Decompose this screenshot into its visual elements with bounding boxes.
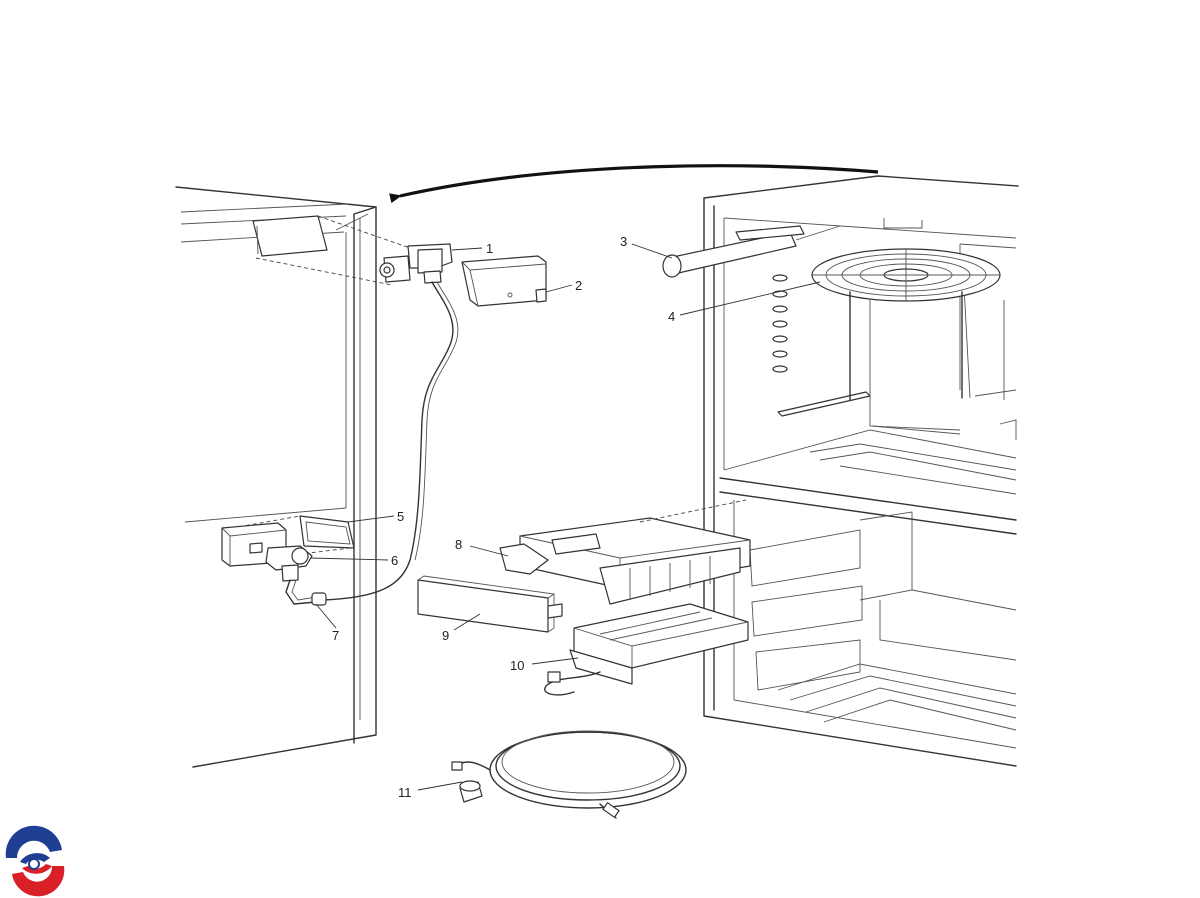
callout-7: 7 [315,603,339,643]
curved-arrow [389,164,879,204]
callout-3: 3 [620,234,673,259]
water-line-coil-part-11 [451,730,687,819]
callout-label: 3 [620,234,627,249]
callout-label: 7 [332,628,339,643]
callout-8: 8 [455,537,509,557]
brand-logo [3,825,65,897]
callout-1: 1 [451,241,493,256]
fill-cup-bracket-part-5 [231,515,355,557]
fill-cup-nozzle-part-6 [265,545,313,582]
fan-part-4 [811,248,1001,401]
callout-10: 10 [510,657,579,673]
callout-label: 11 [398,785,412,800]
tube-fitting-part-7 [285,579,327,606]
water-valve-part-1 [379,243,453,284]
callout-2: 2 [545,278,582,293]
callout-11: 11 [398,781,463,800]
callout-9: 9 [442,613,481,643]
callout-label: 4 [668,309,675,324]
valve-cover-part-2 [461,255,547,307]
callout-label: 2 [575,278,582,293]
callout-label: 8 [455,537,462,552]
refrigerator-cabinet [703,175,1019,767]
ice-maker-part-10 [544,603,749,696]
callout-6: 6 [309,553,398,568]
callout-5: 5 [347,509,404,524]
callout-label: 6 [391,553,398,568]
callout-label: 1 [486,241,493,256]
callout-label: 5 [397,509,404,524]
callout-label: 9 [442,628,449,643]
sensor-tube-part-3 [662,225,841,278]
water-tube [321,281,454,601]
front-panel-part-9 [417,575,563,633]
ice-bucket-bracket-part-8 [499,499,751,605]
callout-4: 4 [668,281,821,324]
shelf-support-tabs [772,274,788,373]
freezer-door [175,186,411,768]
callout-label: 10 [510,658,524,673]
